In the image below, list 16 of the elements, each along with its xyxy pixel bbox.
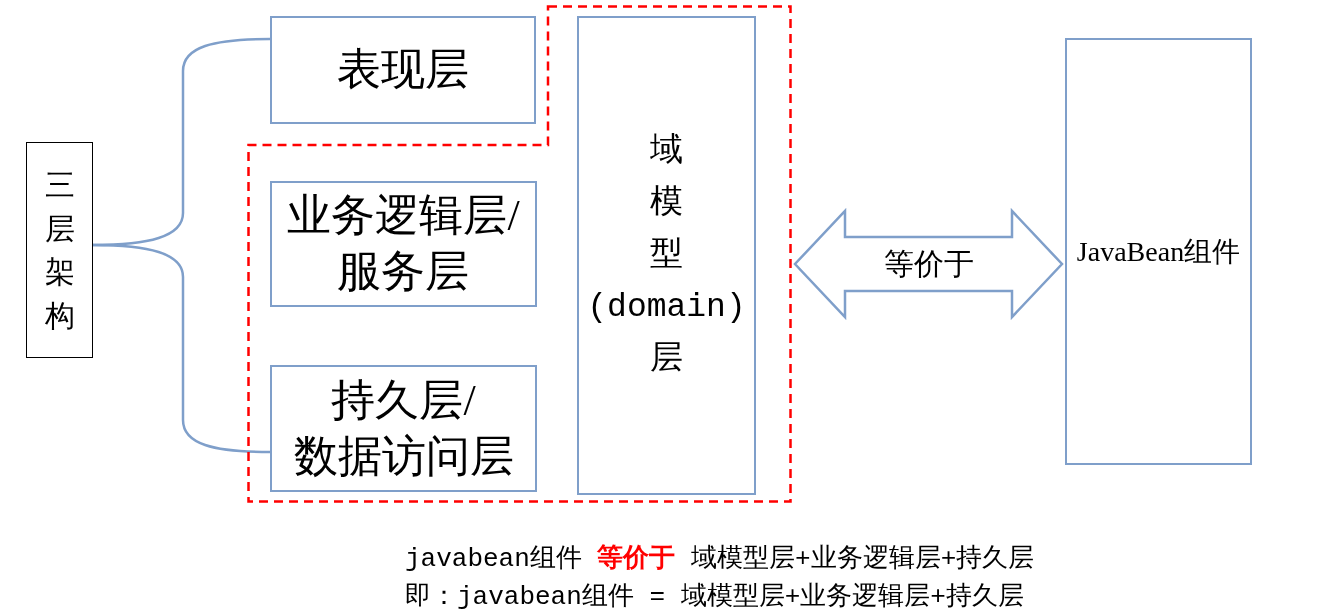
component-box: [1065, 38, 1252, 465]
domain-layer-box: [577, 16, 756, 495]
layer-box: [270, 16, 536, 124]
layer-box: [270, 181, 537, 307]
box-label: 三层架构: [44, 167, 75, 334]
title-box: [26, 142, 93, 358]
note-text: 即：javabean组件 = 域模型层+业务逻辑层+持久层: [405, 581, 1024, 614]
box-label: 表现层: [337, 44, 469, 96]
layer-box: [270, 365, 537, 492]
dashed-group-outline: [247, 5, 792, 503]
box-label: 域模型(domain)层: [587, 131, 746, 380]
note-text: javabean组件 等价于 域模型层+业务逻辑层+持久层: [405, 543, 1035, 576]
box-label: 业务逻辑层/服务层: [287, 190, 520, 298]
box-label: JavaBean组件: [1076, 234, 1241, 269]
brace-line: [93, 243, 270, 454]
box-label: 持久层/数据访问层: [293, 374, 514, 483]
